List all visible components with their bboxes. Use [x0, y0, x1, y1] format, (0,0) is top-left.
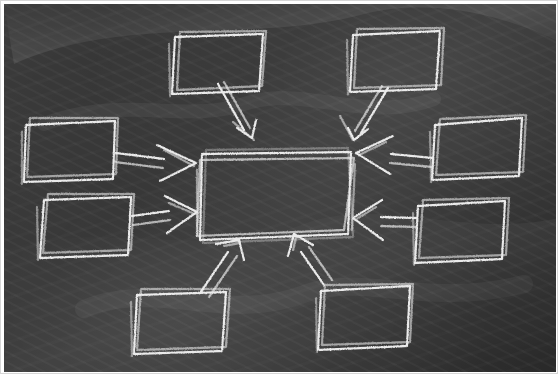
- node-box-right-upper: [430, 115, 526, 182]
- arrow-from-left-lower: [132, 196, 197, 233]
- node-box-top-right: [347, 28, 444, 94]
- chalkboard-photo: [4, 4, 556, 372]
- node-box-top-left: [169, 31, 266, 96]
- chalk-smudges: [4, 4, 556, 372]
- chalk-diagram: [4, 4, 556, 372]
- arrow-from-left-upper: [115, 145, 196, 181]
- node-box-left-upper: [22, 118, 118, 184]
- arrow-from-right-upper: [356, 136, 433, 174]
